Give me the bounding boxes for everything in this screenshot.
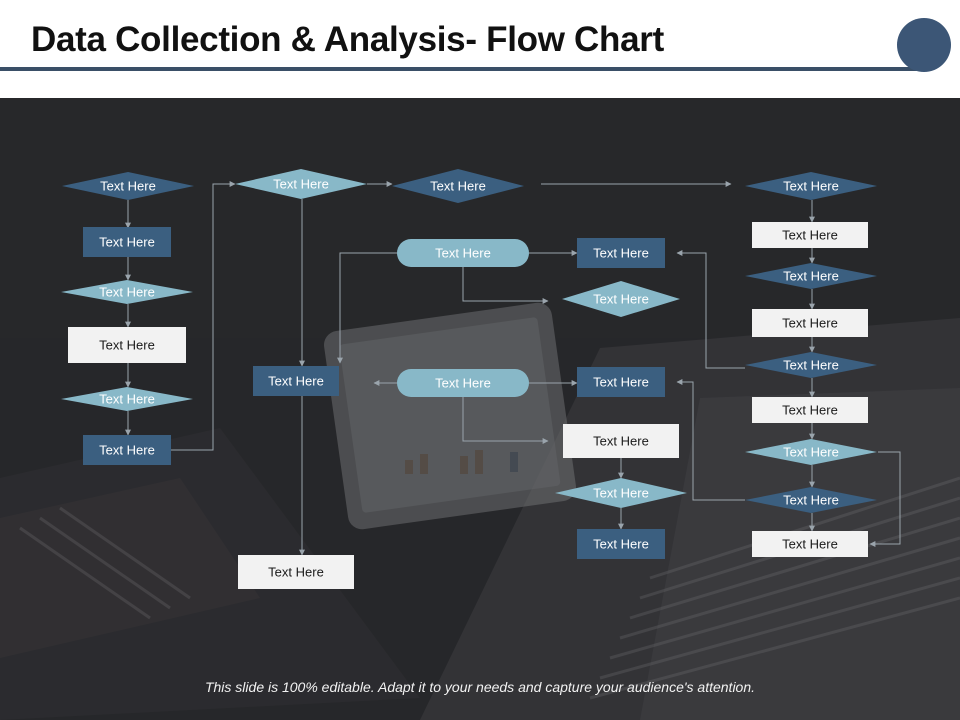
flow-node-rect: Text Here bbox=[752, 309, 868, 337]
flow-node-shape bbox=[745, 352, 877, 378]
flow-node-rect: Text Here bbox=[68, 327, 186, 363]
flow-node-diamond: Text Here bbox=[745, 263, 877, 289]
flow-node-shape bbox=[238, 555, 354, 589]
flow-node-label: Text Here bbox=[593, 434, 649, 449]
slide-title: Data Collection & Analysis- Flow Chart bbox=[31, 20, 664, 59]
flow-node-shape bbox=[253, 366, 339, 396]
flow-node-shape bbox=[577, 367, 665, 397]
flow-node-diamond: Text Here bbox=[62, 172, 194, 200]
flow-node-rect: Text Here bbox=[563, 424, 679, 458]
flow-node-shape bbox=[752, 397, 868, 423]
connector-arrow bbox=[462, 397, 549, 444]
flow-node-shape bbox=[61, 387, 193, 411]
flow-node-label: Text Here bbox=[268, 565, 324, 580]
flow-node-shape bbox=[555, 478, 687, 508]
slide-header: Data Collection & Analysis- Flow Chart bbox=[0, 0, 960, 98]
flow-node-label: Text Here bbox=[783, 358, 839, 373]
flow-node-label: Text Here bbox=[99, 285, 155, 300]
flow-node-label: Text Here bbox=[783, 179, 839, 194]
title-accent-circle bbox=[897, 18, 951, 72]
title-underline bbox=[0, 67, 922, 71]
flow-node-label: Text Here bbox=[783, 445, 839, 460]
footer-note: This slide is 100% editable. Adapt it to… bbox=[204, 679, 756, 695]
flow-node-label: Text Here bbox=[99, 392, 155, 407]
flow-node-shape bbox=[752, 222, 868, 248]
flow-node-rect: Text Here bbox=[577, 238, 665, 268]
flow-node-diamond: Text Here bbox=[61, 280, 193, 304]
connector-arrow bbox=[337, 252, 397, 364]
flow-node-shape bbox=[235, 169, 367, 199]
flow-node-label: Text Here bbox=[593, 246, 649, 261]
flow-node-rect: Text Here bbox=[752, 222, 868, 248]
flow-node-rect: Text Here bbox=[83, 435, 171, 465]
flow-node-label: Text Here bbox=[783, 493, 839, 508]
flow-node-diamond: Text Here bbox=[392, 169, 524, 203]
flow-node-label: Text Here bbox=[593, 292, 649, 307]
flow-node-label: Text Here bbox=[430, 179, 486, 194]
flow-node-shape bbox=[745, 439, 877, 465]
flow-node-diamond: Text Here bbox=[562, 281, 680, 317]
flow-node-label: Text Here bbox=[593, 375, 649, 390]
flow-node-label: Text Here bbox=[782, 316, 838, 331]
flow-node-shape bbox=[68, 327, 186, 363]
flow-node-rect: Text Here bbox=[577, 367, 665, 397]
flow-node-shape bbox=[83, 435, 171, 465]
flow-node-label: Text Here bbox=[593, 486, 649, 501]
flow-node-diamond: Text Here bbox=[745, 172, 877, 200]
flow-node-label: Text Here bbox=[593, 537, 649, 552]
flow-node-label: Text Here bbox=[782, 228, 838, 243]
flow-node-label: Text Here bbox=[99, 443, 155, 458]
flow-node-shape bbox=[745, 263, 877, 289]
connector-arrow bbox=[171, 181, 236, 451]
flow-node-shape bbox=[563, 424, 679, 458]
flow-node-label: Text Here bbox=[782, 403, 838, 418]
flow-node-label: Text Here bbox=[268, 374, 324, 389]
flow-node-diamond: Text Here bbox=[61, 387, 193, 411]
flow-node-shape bbox=[397, 239, 529, 267]
flow-node-diamond: Text Here bbox=[555, 478, 687, 508]
flow-node-shape bbox=[562, 281, 680, 317]
connector-arrow bbox=[676, 250, 745, 369]
flow-node-shape bbox=[752, 309, 868, 337]
flow-node-shape bbox=[745, 487, 877, 513]
flow-node-shape bbox=[752, 531, 868, 557]
flow-node-rect: Text Here bbox=[253, 366, 339, 396]
flow-node-label: Text Here bbox=[99, 235, 155, 250]
flow-node-shape bbox=[392, 169, 524, 203]
flow-node-label: Text Here bbox=[435, 246, 491, 261]
flow-node-label: Text Here bbox=[100, 179, 156, 194]
flow-node-rect: Text Here bbox=[752, 531, 868, 557]
flow-node-shape bbox=[397, 369, 529, 397]
flow-node-rect: Text Here bbox=[752, 397, 868, 423]
connector-arrow bbox=[462, 267, 549, 304]
flow-node-shape bbox=[83, 227, 171, 257]
flow-node-pill: Text Here bbox=[397, 239, 529, 267]
flow-node-diamond: Text Here bbox=[745, 487, 877, 513]
flow-node-rect: Text Here bbox=[238, 555, 354, 589]
flow-node-rect: Text Here bbox=[577, 529, 665, 559]
flow-node-shape bbox=[61, 280, 193, 304]
flow-node-diamond: Text Here bbox=[745, 439, 877, 465]
flow-node-label: Text Here bbox=[782, 537, 838, 552]
flow-node-shape bbox=[745, 172, 877, 200]
flow-node-rect: Text Here bbox=[83, 227, 171, 257]
flow-node-shape bbox=[577, 238, 665, 268]
flow-node-label: Text Here bbox=[99, 338, 155, 353]
flow-node-diamond: Text Here bbox=[745, 352, 877, 378]
flow-node-shape bbox=[62, 172, 194, 200]
flow-node-label: Text Here bbox=[273, 177, 329, 192]
flow-node-pill: Text Here bbox=[397, 369, 529, 397]
connector-arrow bbox=[676, 379, 745, 501]
flow-node-label: Text Here bbox=[435, 376, 491, 391]
connector-arrow bbox=[869, 451, 901, 547]
flow-node-label: Text Here bbox=[783, 269, 839, 284]
flow-node-diamond: Text Here bbox=[235, 169, 367, 199]
flow-node-shape bbox=[577, 529, 665, 559]
